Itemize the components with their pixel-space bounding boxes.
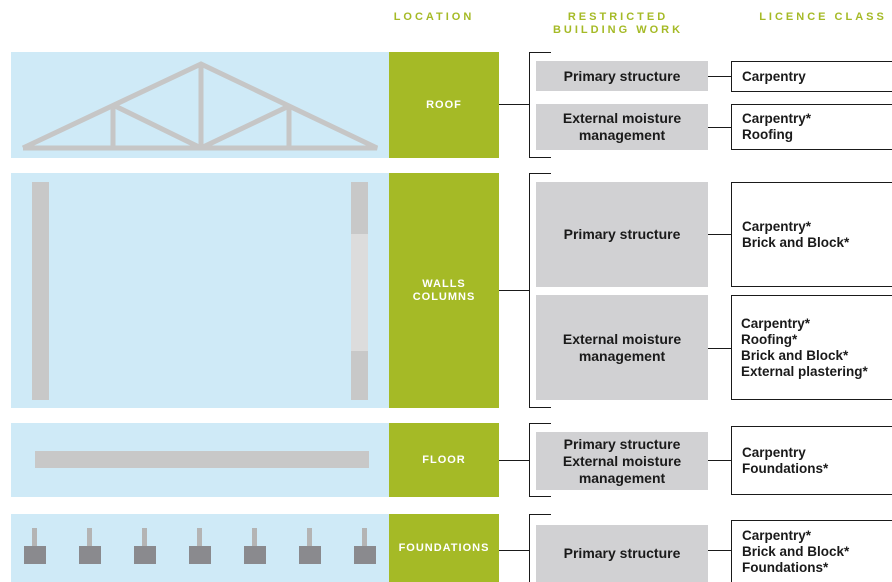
licence-text: Carpentry* xyxy=(742,527,812,543)
work-walls-external-moisture-line1: External moisture xyxy=(562,330,682,347)
floor-connector-stub xyxy=(499,460,529,461)
location-floor-label: FLOOR xyxy=(422,453,466,466)
licence-text: Carpentry* xyxy=(741,315,811,331)
work-roof-primary-structure: Primary structure xyxy=(536,61,708,91)
location-columns-label: COLUMNS xyxy=(412,290,476,303)
licence-text: Carpentry* xyxy=(742,218,812,234)
roof-illustration-panel xyxy=(11,52,389,158)
footings-icon xyxy=(24,528,376,564)
location-walls-label: WALLS xyxy=(422,277,466,290)
work-roof-external-moisture: External moisture management xyxy=(536,104,708,150)
left-column-icon xyxy=(32,182,49,400)
floor-slab-icon xyxy=(35,451,369,468)
roof-bracket-top xyxy=(529,52,551,53)
floor-illustration-panel xyxy=(11,423,389,497)
floor-bracket-bottom xyxy=(529,496,551,497)
right-column-lower-icon xyxy=(351,351,368,400)
licence-roof-external-moisture: Carpentry* Roofing xyxy=(731,104,892,150)
licence-roof-primary: Carpentry xyxy=(731,61,892,92)
floor-bracket-top xyxy=(529,423,551,424)
work-floor-line2: External moisture xyxy=(562,452,682,469)
walls-bracket-top xyxy=(529,173,551,174)
work-walls-primary-structure-text: Primary structure xyxy=(563,226,681,242)
walls-illustration-panel xyxy=(11,173,389,408)
roof-truss-icon xyxy=(21,61,379,151)
work-walls-primary-structure: Primary structure xyxy=(536,182,708,287)
walls-bracket-vertical xyxy=(529,173,530,408)
work-roof-external-moisture-line1: External moisture xyxy=(562,110,682,126)
location-roof-label: ROOF xyxy=(426,98,462,111)
roof-link-primary xyxy=(708,76,731,77)
header-restricted-line1: RESTRICTED xyxy=(567,11,669,23)
licence-text: Foundations* xyxy=(742,460,829,476)
header-restricted-line2: BUILDING WORK xyxy=(552,24,684,36)
walls-bracket-bottom xyxy=(529,407,551,408)
licence-text: Roofing xyxy=(742,127,793,142)
work-roof-external-moisture-line2: management xyxy=(578,127,666,143)
licence-text: Brick and Block* xyxy=(742,234,850,250)
header-restricted-building-work: RESTRICTED BUILDING WORK xyxy=(528,11,708,37)
foundations-illustration-panel xyxy=(11,514,389,582)
walls-link-primary xyxy=(708,234,731,235)
work-roof-primary-structure-text: Primary structure xyxy=(563,67,681,84)
roof-bracket-bottom xyxy=(529,157,551,158)
licence-text: Foundations* xyxy=(742,559,829,575)
header-licence-class: LICENCE CLASS xyxy=(759,11,887,23)
licence-walls-primary: Carpentry* Brick and Block* xyxy=(731,182,892,287)
work-foundations-primary-structure: Primary structure xyxy=(536,525,708,582)
licence-text: Carpentry xyxy=(742,68,806,84)
licence-text: Carpentry xyxy=(742,444,806,460)
licence-text: Carpentry* xyxy=(742,111,812,126)
location-foundations-label: FOUNDATIONS xyxy=(398,541,490,554)
location-floor: FLOOR xyxy=(389,423,499,497)
work-foundations-primary-structure-text: Primary structure xyxy=(563,545,681,561)
licence-text: External plastering* xyxy=(741,363,868,379)
licence-walls-external-moisture: Carpentry* Roofing* Brick and Block* Ext… xyxy=(731,295,892,400)
work-floor-combined: Primary structure External moisture mana… xyxy=(536,432,708,490)
floor-bracket-vertical xyxy=(529,423,530,497)
licence-floor: Carpentry Foundations* xyxy=(731,426,892,495)
licence-text: Roofing* xyxy=(741,331,798,347)
right-column-middle-icon xyxy=(351,234,368,351)
floor-link xyxy=(708,460,731,461)
roof-bracket-vertical xyxy=(529,52,530,158)
roof-connector-stub xyxy=(499,104,529,105)
work-floor-line1: Primary structure xyxy=(563,435,681,452)
foundations-bracket-vertical xyxy=(529,514,530,582)
work-walls-external-moisture-line2: management xyxy=(578,347,666,364)
licence-foundations: Carpentry* Brick and Block* Foundations* xyxy=(731,520,892,582)
foundations-link xyxy=(708,550,731,551)
work-floor-line3: management xyxy=(578,469,666,486)
header-location: LOCATION xyxy=(393,11,475,23)
location-roof: ROOF xyxy=(389,52,499,158)
walls-connector-stub xyxy=(499,290,529,291)
right-column-upper-icon xyxy=(351,182,368,234)
foundations-connector-stub xyxy=(499,550,529,551)
foundations-bracket-top xyxy=(529,514,551,515)
walls-link-moisture xyxy=(708,348,731,349)
licence-text: Brick and Block* xyxy=(742,543,850,559)
licence-text: Brick and Block* xyxy=(741,347,849,363)
location-foundations: FOUNDATIONS xyxy=(389,514,499,582)
work-walls-external-moisture: External moisture management xyxy=(536,295,708,400)
roof-link-moisture xyxy=(708,127,731,128)
location-walls-columns: WALLS COLUMNS xyxy=(389,173,499,408)
